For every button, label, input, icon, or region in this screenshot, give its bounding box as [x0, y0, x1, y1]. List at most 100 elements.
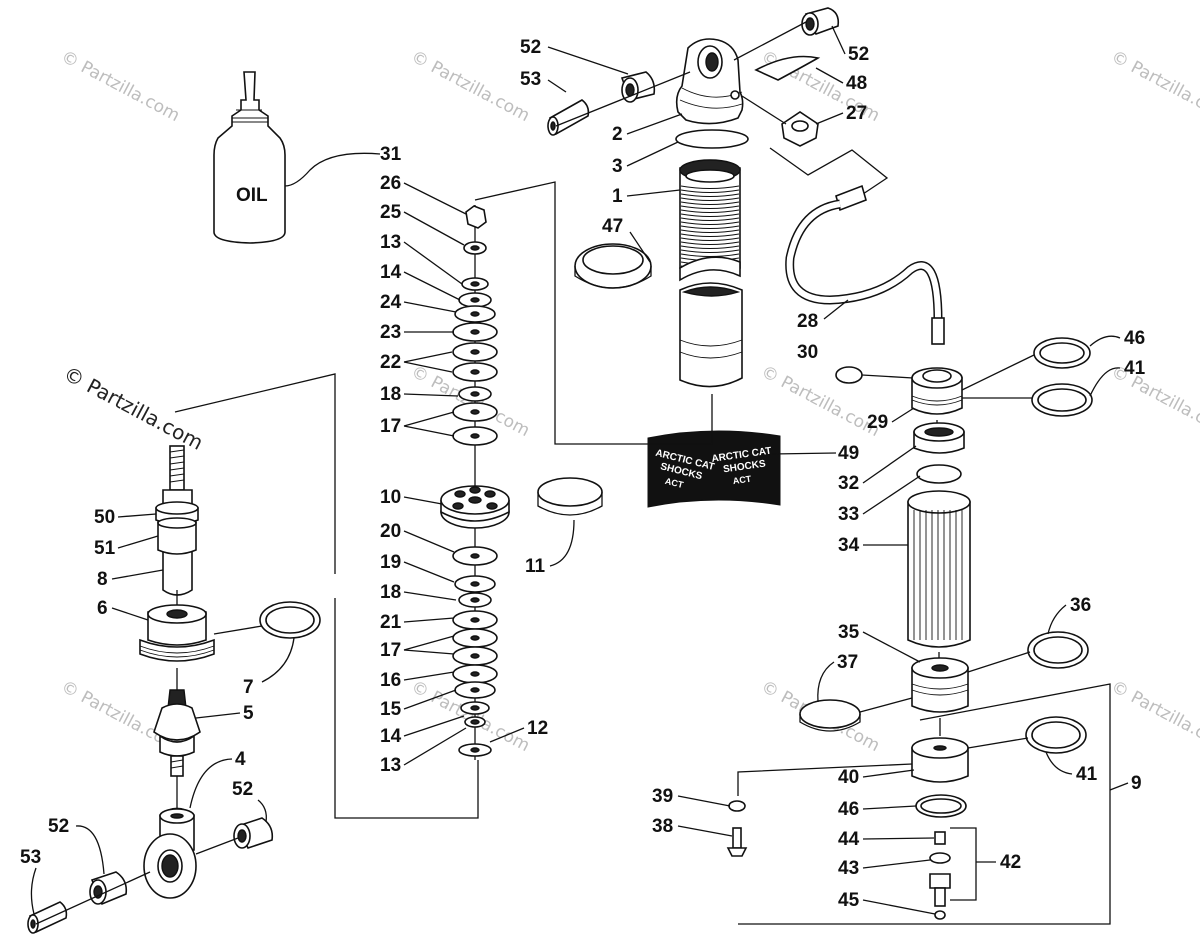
callout: 52: [48, 816, 69, 837]
oil-bottle: OIL: [213, 71, 286, 244]
shim-hole: [470, 635, 480, 641]
shock-body-lower: [679, 282, 743, 388]
callout: 18: [380, 384, 401, 405]
shim-hole: [470, 369, 480, 375]
callout: 2: [612, 124, 623, 145]
clip-48: [754, 55, 821, 81]
eye-4: [143, 807, 197, 899]
callout: 26: [380, 173, 401, 194]
callout: 45: [838, 890, 860, 911]
bracket-inner: [737, 763, 913, 796]
thread-line: [680, 213, 740, 217]
bushing-lower-right: [233, 817, 274, 849]
bushing-top-left: [620, 71, 656, 103]
callout: 16: [380, 670, 401, 691]
frame-line-left-bottom: [334, 598, 479, 819]
fitting-27: [781, 111, 819, 147]
seal-head-6: [139, 604, 215, 662]
callout: 53: [520, 69, 541, 90]
shim-hole: [470, 553, 480, 559]
shim-hole: [470, 747, 480, 753]
callout: 22: [380, 352, 401, 373]
shim-stack-upper: [452, 277, 498, 446]
callout: 39: [652, 786, 673, 807]
bracket-42: [950, 827, 977, 901]
callout: 51: [94, 538, 116, 559]
bushing-lower-left: [89, 871, 128, 906]
thread-line: [680, 217, 740, 221]
thread-line: [680, 241, 740, 245]
callout: 52: [848, 44, 869, 65]
shim-hole: [470, 329, 480, 335]
shim-hole: [470, 581, 480, 587]
callout: 21: [380, 612, 402, 633]
callout: 9: [1131, 773, 1142, 794]
callout: 36: [1070, 595, 1091, 616]
part-44: [934, 831, 946, 845]
shim-hole: [470, 671, 480, 677]
callout: 11: [525, 556, 546, 577]
decal-49: ARCTIC CAT SHOCKS ACT ARCTIC CAT SHOCKS …: [647, 430, 781, 508]
o-ring-30: [835, 366, 863, 384]
callout: 14: [380, 262, 402, 283]
callout: 48: [846, 73, 867, 94]
callout: 17: [380, 416, 401, 437]
callout: 12: [527, 718, 548, 739]
callout: 41: [1076, 764, 1098, 785]
callout: 28: [797, 311, 818, 332]
washer-39: [728, 800, 746, 812]
callout: 52: [520, 37, 541, 58]
callout: 19: [380, 552, 401, 573]
base-40: [911, 737, 969, 783]
callout: 29: [867, 412, 888, 433]
piston-ring-11: [537, 477, 603, 516]
watermark-main: © Partzilla.com: [60, 361, 208, 455]
shim-hole: [470, 349, 480, 355]
callout: 7: [243, 677, 254, 698]
callout: 40: [838, 767, 859, 788]
callout: 32: [838, 473, 859, 494]
oil-label: OIL: [236, 185, 268, 206]
callout: 20: [380, 521, 401, 542]
shim-hole: [470, 617, 480, 623]
callout: 24: [380, 292, 402, 313]
shim-stack-lower: [452, 546, 498, 757]
callout: 27: [846, 103, 867, 124]
reservoir-34: [907, 490, 971, 648]
bumper-5: [153, 689, 201, 777]
callout: 46: [1124, 328, 1145, 349]
shaft-8: [155, 445, 199, 596]
callout: 15: [380, 699, 402, 720]
callout: 17: [380, 640, 401, 661]
thread-line: [680, 249, 740, 253]
thread-line: [680, 197, 740, 201]
callout: 50: [94, 507, 115, 528]
callout: 34: [838, 535, 860, 556]
callout: 31: [380, 144, 402, 165]
bushing-top-right: [801, 7, 840, 36]
callout: 18: [380, 582, 401, 603]
callout: 4: [235, 749, 246, 770]
callout: 8: [97, 569, 108, 590]
bracket-9: [738, 683, 1111, 925]
callout: 5: [243, 703, 254, 724]
o-ring-33: [916, 464, 962, 484]
callout: 30: [797, 342, 818, 363]
callout: 46: [838, 799, 859, 820]
callout: 53: [20, 847, 41, 868]
watermark-faint: © Partzilla.com: [408, 47, 533, 126]
callout: 10: [380, 487, 401, 508]
callout: 25: [380, 202, 402, 223]
shim-hole: [470, 433, 480, 439]
callout: 3: [612, 156, 623, 177]
piston-10: [440, 485, 510, 529]
watermark-faint: © Partzilla.com: [1108, 362, 1200, 441]
thread-line: [680, 185, 740, 189]
sleeve-lower: [27, 901, 68, 934]
decal-badge: ACT: [664, 476, 685, 490]
thread-line: [680, 193, 740, 197]
callout: 37: [837, 652, 858, 673]
watermark-faint: © Partzilla.com: [1108, 47, 1200, 126]
thread-line: [680, 237, 740, 241]
